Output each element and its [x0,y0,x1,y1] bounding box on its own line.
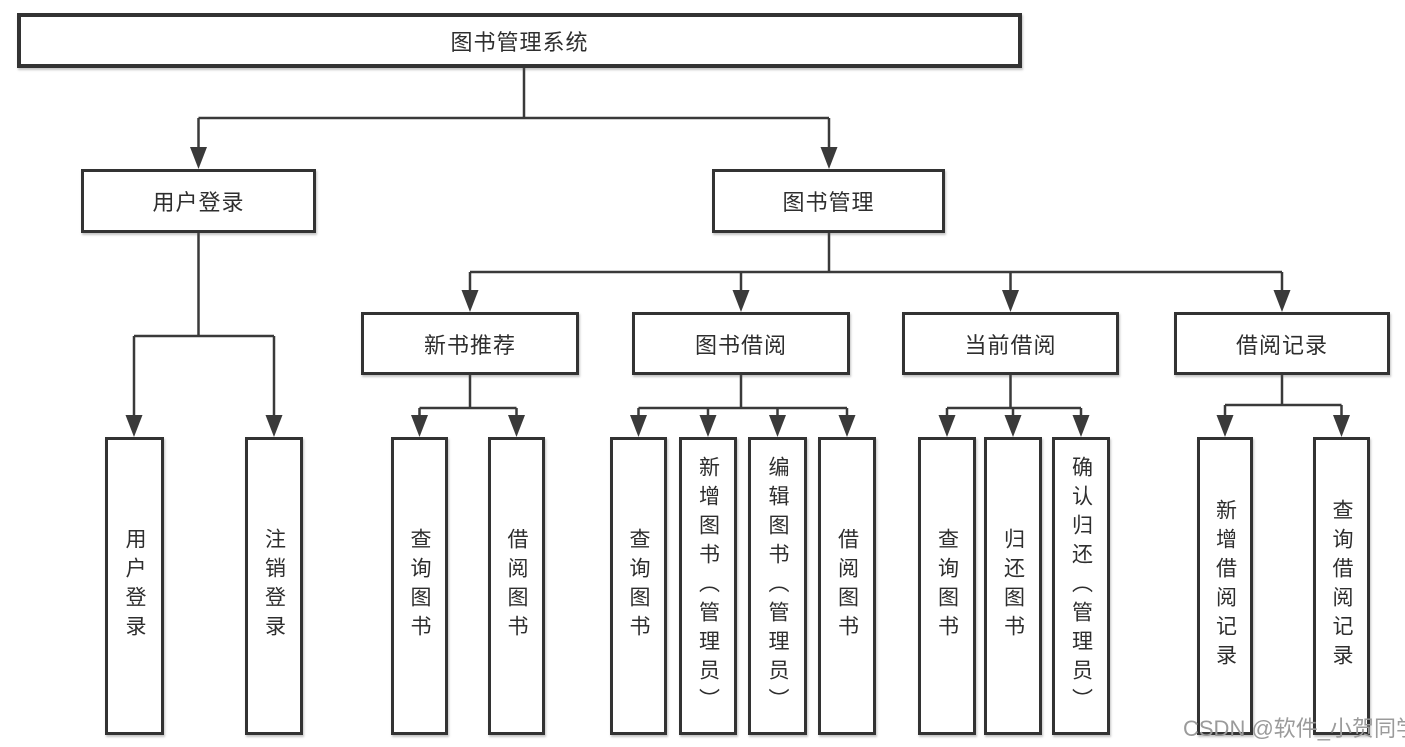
node-new-book-recommend-label: 新书推荐 [423,332,516,358]
leaf-query-borrow-record: 查询借阅记录 [1313,437,1370,735]
leaf-add-borrow-record: 新增借阅记录 [1197,437,1253,735]
node-new-book-recommend: 新书推荐 [361,312,579,375]
leaf-query-borrow-record-label: 查询借阅记录 [1330,499,1353,673]
node-current-borrowing-label: 当前借阅 [964,332,1057,358]
node-book-management: 图书管理 [712,169,945,233]
node-book-borrowing: 图书借阅 [632,312,850,375]
leaf-add-borrow-record-label: 新增借阅记录 [1213,499,1237,673]
node-user-login: 用户登录 [81,169,316,233]
node-borrowing-records: 借阅记录 [1174,312,1390,375]
node-current-borrowing: 当前借阅 [902,312,1119,375]
leaf-user-login-label: 用户登录 [123,528,146,644]
leaf-return-books: 归还图书 [984,437,1042,735]
node-book-borrowing-label: 图书借阅 [694,332,787,358]
leaf-recommend-query-books: 查询图书 [391,437,448,735]
leaf-return-books-label: 归还图书 [1001,528,1025,644]
leaf-borrow-books-label: 借阅图书 [835,528,859,644]
leaf-recommend-query-books-label: 查询图书 [408,528,431,644]
leaf-borrow-query-books-label: 查询图书 [627,528,650,644]
node-book-management-label: 图书管理 [782,190,875,215]
leaf-confirm-return-admin: 确认归还（管理员） [1052,437,1110,735]
arrowheads [125,147,1350,437]
leaf-recommend-borrow-books-label: 借阅图书 [505,528,528,644]
leaf-recommend-borrow-books: 借阅图书 [488,437,545,735]
csdn-watermark: CSDN @软件_小贺同学 [1183,716,1405,741]
node-library-system-label: 图书管理系统 [450,29,589,55]
leaf-borrow-books: 借阅图书 [818,437,876,735]
node-user-login-label: 用户登录 [152,190,245,215]
leaf-logout: 注销登录 [245,437,303,735]
leaf-borrow-query-books: 查询图书 [610,437,667,735]
node-library-system: 图书管理系统 [17,13,1022,68]
leaf-add-books-admin-label: 新增图书（管理员） [696,455,720,717]
node-borrowing-records-label: 借阅记录 [1235,332,1328,358]
leaf-current-query-books-label: 查询图书 [935,528,959,644]
leaf-edit-books-admin: 编辑图书（管理员） [748,437,807,735]
leaf-logout-label: 注销登录 [262,528,286,644]
leaf-add-books-admin: 新增图书（管理员） [679,437,737,735]
leaf-edit-books-admin-label: 编辑图书（管理员） [766,455,789,717]
leaf-user-login: 用户登录 [105,437,164,735]
leaf-confirm-return-admin-label: 确认归还（管理员） [1069,455,1093,717]
leaf-current-query-books: 查询图书 [918,437,976,735]
